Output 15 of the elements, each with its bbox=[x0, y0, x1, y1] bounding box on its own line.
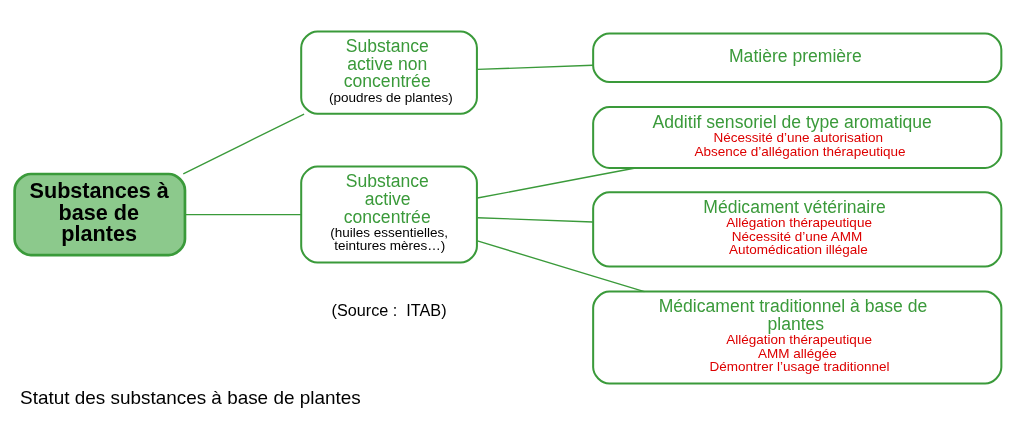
connector bbox=[476, 240, 646, 293]
connector bbox=[476, 64, 594, 71]
connector bbox=[182, 113, 305, 175]
node-box: Médicament traditionnel à base de plantes Allégation thérapeutique AMM allégée Démontrer l’usage traditionnel bbox=[592, 290, 1003, 385]
node-box: Substances à base de plantes bbox=[13, 172, 187, 257]
node-box: Substance active non concentrée (poudres de plantes) bbox=[300, 30, 478, 115]
node-box: Additif sensoriel de type aromatique Nécessité d’une autorisation Absence d’allégation thérapeutique bbox=[592, 106, 1003, 169]
label: (Source : ITAB) bbox=[331, 301, 447, 320]
node-box: Médicament vétérinaire Allégation thérapeutique Nécessité d’une AMM Automédication illégale bbox=[592, 191, 1003, 268]
connector bbox=[476, 167, 637, 199]
caption: Statut des substances à base de plantes bbox=[20, 387, 361, 409]
node-box: Matière première bbox=[592, 32, 1003, 84]
node-box: Substance active concentrée (huiles essentielles, teintures mères…) bbox=[300, 165, 478, 264]
connector bbox=[184, 213, 302, 216]
connector bbox=[476, 217, 594, 223]
